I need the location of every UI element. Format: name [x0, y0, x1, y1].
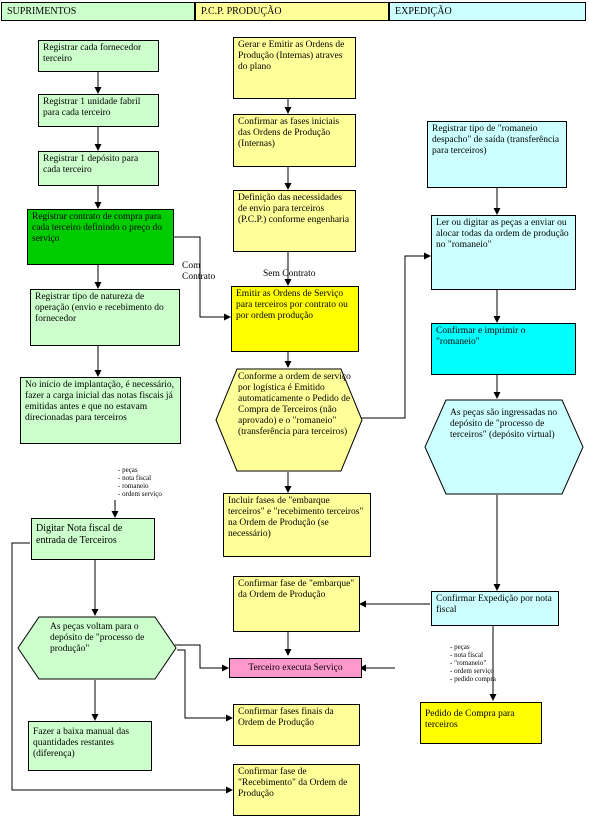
- arrow-terceiro-from-left: [175, 644, 229, 672]
- lane-header-pcp: P.C.P. PRODUÇÃO: [195, 2, 389, 21]
- docs-expedicao-item: - peças: [450, 643, 470, 651]
- lane-header-expedicao: EXPEDIÇÃO: [389, 2, 586, 21]
- registrar-romaneio-box: Registrar tipo de "romaneio despacho" de…: [427, 121, 567, 188]
- pecas-ingressadas-text: As peças são ingressadas no depósito de …: [450, 408, 558, 440]
- confirmar-imprimir-box: Confirmar e imprimir o "romaneio": [431, 323, 576, 375]
- confirmar-fases-iniciais-box: Confirmar as fases iniciais das Ordens d…: [233, 114, 356, 167]
- sem-contrato-label: Sem Contrato: [263, 269, 316, 279]
- docs-expedicao-list: - peças - nota fiscal - "romaneio" - ord…: [450, 643, 496, 683]
- conforme-ordem-text: Conforme a ordem de serviço por logístic…: [238, 372, 351, 437]
- pecas-voltam-hexagon: [17, 616, 177, 680]
- registrar-unidade-box: Registrar 1 unidade fabril para cada ter…: [38, 94, 159, 127]
- emitir-ordens-servico-box: Emitir as Ordens de Serviço para terceir…: [231, 286, 359, 352]
- docs-terceiros-list: - peças - nota fiscal - romaneio - ordem…: [118, 466, 162, 498]
- docs-expedicao-item: - pedido compra: [450, 675, 496, 683]
- confirmar-embarque-box: Confirmar fase de "embarque" da Ordem de…: [233, 576, 360, 632]
- confirmar-fases-finais-box: Confirmar fases finais da Ordem de Produ…: [233, 704, 360, 746]
- pedido-compra-box: Pedido de Compra para terceiros: [420, 702, 542, 744]
- gerar-ordens-box: Gerar e Emitir as Ordens de Produção (In…: [233, 37, 356, 99]
- pecas-voltam-text: As peças voltam para o depósito de "proc…: [50, 622, 145, 654]
- confirmar-recebimento-box: Confirmar fase de "Recebimento" da Ordem…: [233, 764, 360, 816]
- conforme-ordem-hexagon: [215, 368, 363, 472]
- baixa-manual-box: Fazer a baixa manual das quantidades res…: [28, 721, 152, 771]
- incluir-fases-box: Incluir fases de "embarque terceiros" e …: [223, 493, 371, 557]
- com-contrato-label: Com Contrato: [182, 261, 216, 282]
- registrar-natureza-box: Registrar tipo de natureza de operação (…: [30, 289, 180, 346]
- registrar-fornecedor-box: Registrar cada fornecedor terceiro: [38, 40, 159, 72]
- docs-terceiros-item: - nota fiscal: [118, 474, 152, 482]
- lane-header-suprimentos: SUPRIMENTOS: [1, 2, 195, 21]
- arrow-pecas-to-fases-finais: [177, 649, 233, 722]
- digitar-nf-box: Digitar Nota fiscal de entrada de Tercei…: [31, 518, 155, 560]
- docs-terceiros-item: - peças: [118, 466, 138, 474]
- carga-inicial-box: No início de implantação, é necessário, …: [20, 377, 181, 444]
- ler-digitar-box: Ler ou digitar as peças a enviar ou aloc…: [431, 215, 576, 290]
- docs-expedicao-item: - nota fiscal: [450, 651, 484, 659]
- registrar-contrato-box: Registrar contrato de compra para cada t…: [27, 209, 174, 265]
- docs-expedicao-item: - "romaneio": [450, 659, 487, 667]
- docs-terceiros-item: - romaneio: [118, 482, 149, 490]
- arrow-com-contrato: [174, 236, 231, 321]
- docs-expedicao-item: - ordem serviço: [450, 667, 494, 675]
- arrow-loop-to-recebimento: [11, 542, 233, 794]
- arrow-conforme-to-ler: [360, 252, 431, 419]
- docs-terceiros-item: - ordem serviço: [118, 490, 162, 498]
- pecas-ingressadas-hexagon: [424, 399, 584, 495]
- registrar-deposito-box: Registrar 1 depósito para cada terceiro: [38, 151, 159, 186]
- confirmar-expedicao-box: Confirmar Expedição por nota fiscal: [431, 591, 559, 626]
- terceiro-executa-box: Terceiro executa Serviço: [229, 658, 362, 678]
- definicao-necessidades-box: Definição das necessidades de envio para…: [233, 190, 356, 252]
